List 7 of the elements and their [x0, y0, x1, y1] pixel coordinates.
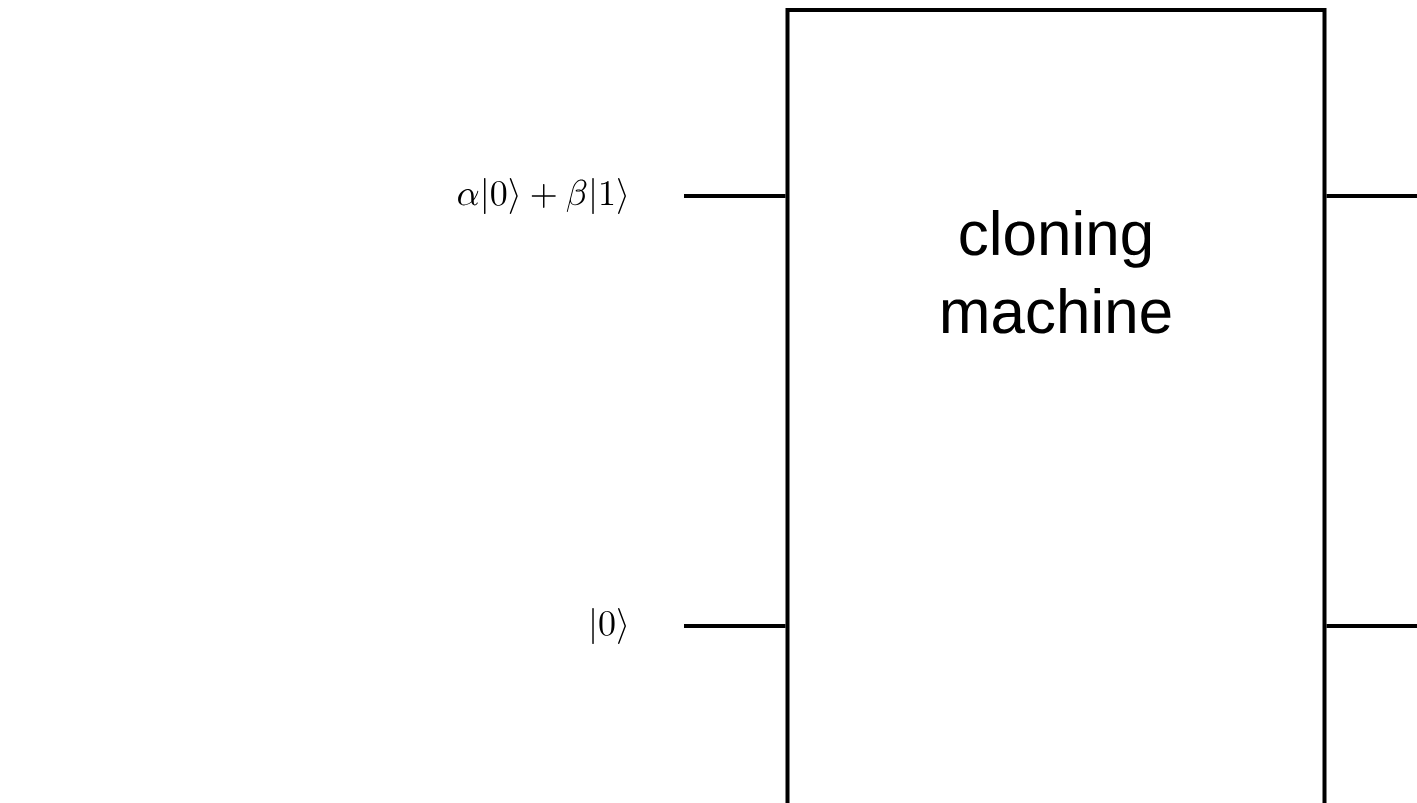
- wire: [684, 624, 786, 628]
- input-state: $\alpha|0\rangle + \beta|1\rangle$: [458, 178, 626, 214]
- wire: [1326, 624, 1417, 628]
- wire: [1326, 194, 1417, 198]
- process-box: cloning machine: [785, 8, 1327, 803]
- input-state: $|0\rangle$: [592, 608, 626, 644]
- wire: [684, 194, 786, 198]
